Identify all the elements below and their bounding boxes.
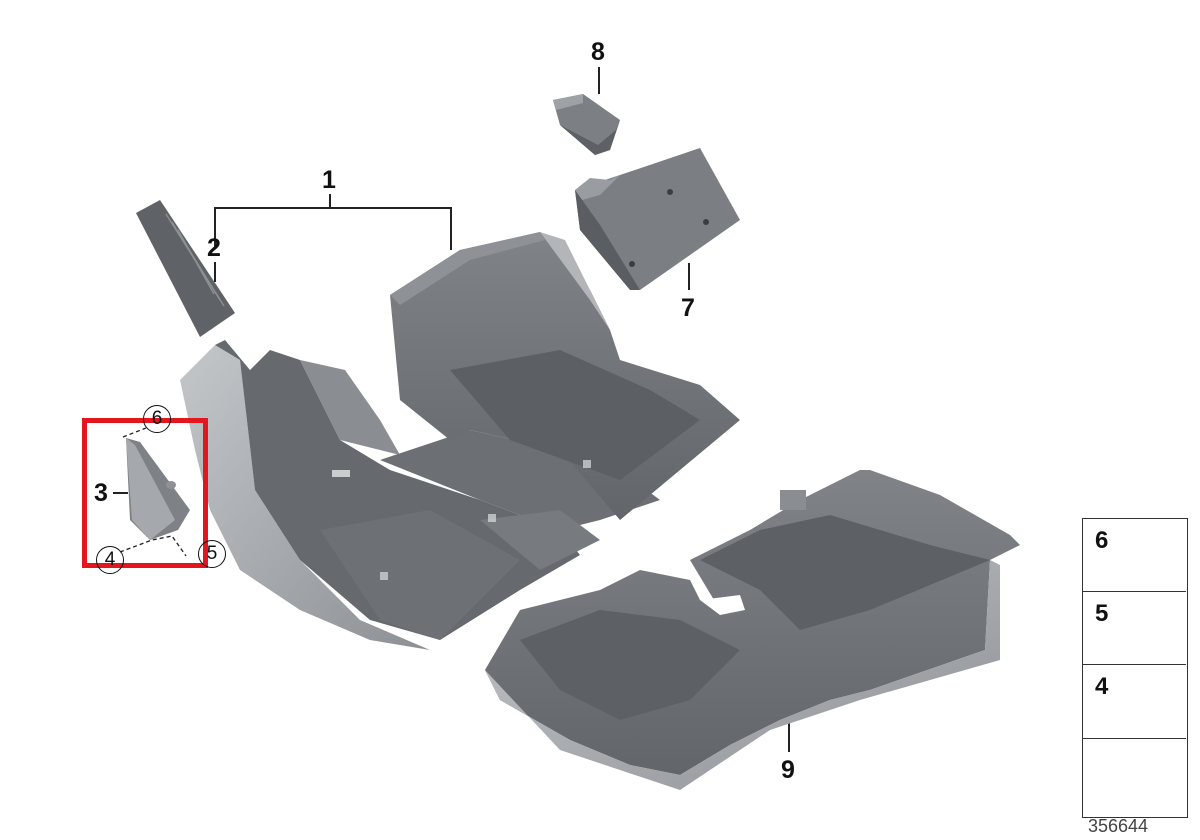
diagram-id: 356644 — [1088, 816, 1149, 836]
callout-7: 7 — [681, 294, 695, 322]
callout-1: 1 — [322, 166, 336, 194]
part-2-footrest — [136, 200, 235, 337]
callout-2: 2 — [207, 234, 221, 262]
hardware-legend: 6 5 4 — [1082, 518, 1188, 818]
callout-8: 8 — [591, 38, 605, 66]
legend-number: 6 — [1095, 527, 1109, 554]
ring-callout-6: 6 — [143, 405, 171, 433]
legend-item-4: 4 — [1083, 665, 1186, 739]
leader-lines — [113, 67, 790, 752]
ring-callout-4: 4 — [96, 546, 124, 574]
part-9-floor-rear — [485, 470, 1020, 790]
legend-item-5: 5 — [1083, 592, 1186, 665]
callout-3: 3 — [94, 479, 108, 507]
part-8-cover-cap — [553, 94, 620, 155]
legend-item-6: 6 — [1083, 519, 1186, 592]
callout-9: 9 — [781, 756, 795, 784]
part-1-floor-front — [180, 232, 740, 650]
ring-callout-5: 5 — [198, 540, 226, 568]
legend-number: 4 — [1095, 673, 1109, 700]
part-7-console-plate — [575, 148, 740, 290]
legend-arrow-cell — [1083, 739, 1186, 817]
part-3-side-trim — [126, 438, 190, 540]
legend-number: 5 — [1095, 600, 1109, 627]
